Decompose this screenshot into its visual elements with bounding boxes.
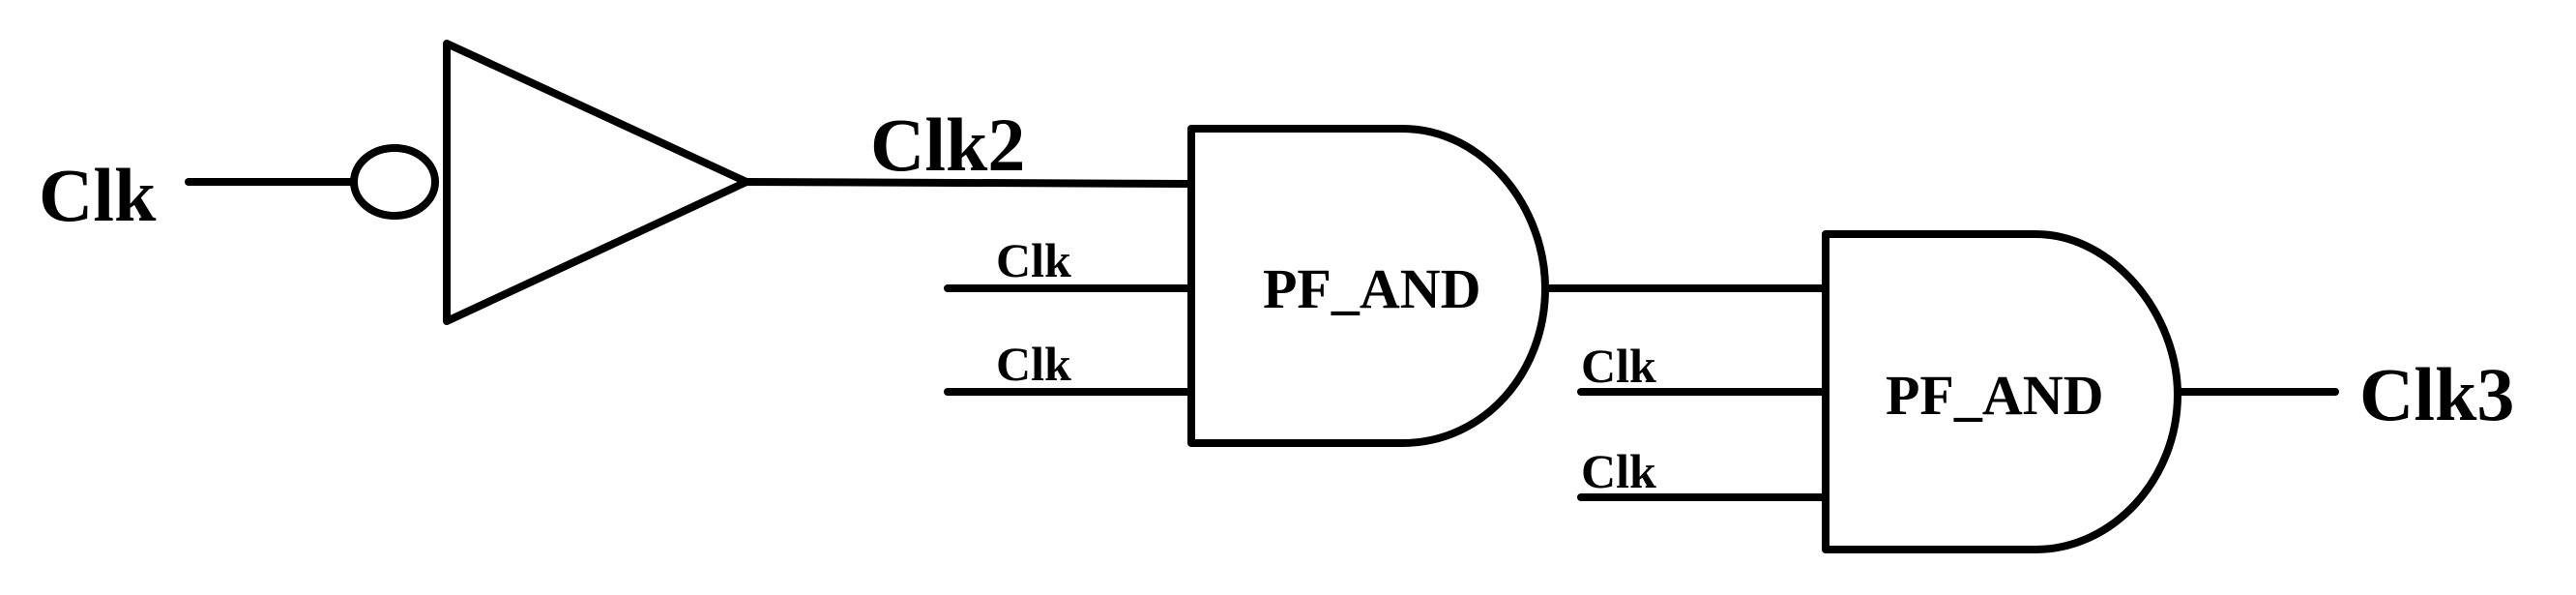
gate1-input2-label: Clk	[996, 233, 1071, 287]
gate1-label: PF_AND	[1263, 257, 1481, 320]
gate2-input3-label: Clk	[1581, 444, 1656, 498]
input-clk-label: Clk	[39, 153, 157, 237]
inverter-triangle	[443, 40, 750, 325]
gate2-label: PF_AND	[1886, 364, 2104, 427]
gate2-input2-label: Clk	[1581, 339, 1656, 393]
output-clk3-label: Clk3	[2359, 352, 2514, 436]
clk2-wire	[743, 178, 1195, 188]
clk2-label: Clk2	[870, 103, 1025, 187]
inverter-bubble	[350, 144, 439, 220]
gate1-input3-label: Clk	[996, 337, 1071, 391]
